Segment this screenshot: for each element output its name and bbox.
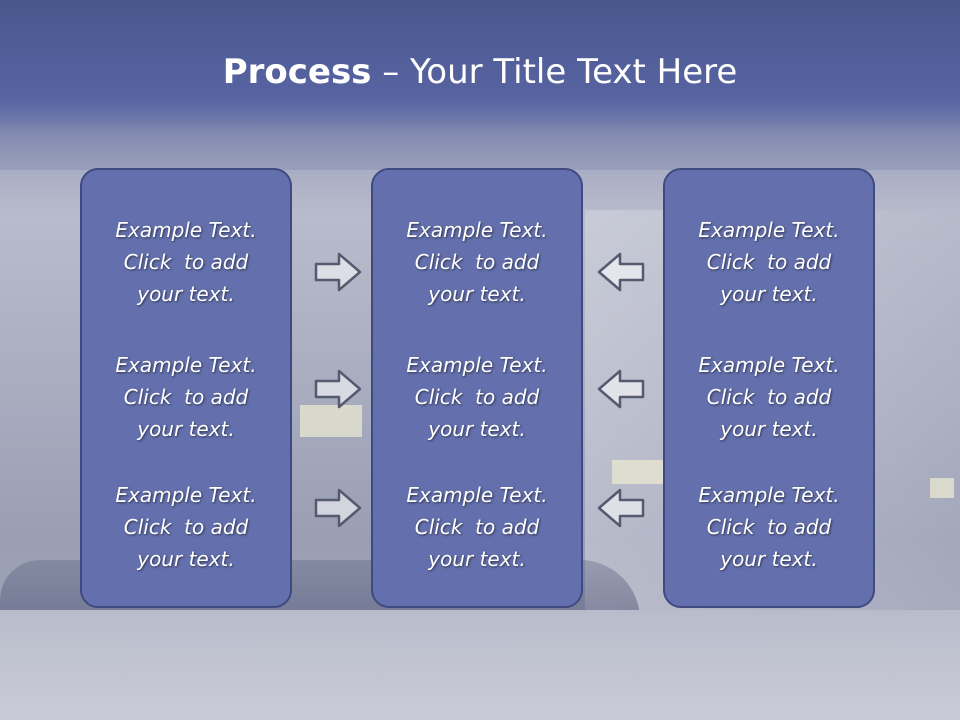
text-line: Example Text. [698,483,840,507]
background-light [300,405,362,437]
arrow-left-icon [597,369,645,409]
text-placeholder[interactable]: Example Text. Click to add your text. [82,349,290,445]
text-placeholder[interactable]: Example Text. Click to add your text. [373,349,581,445]
text-line: your text. [720,547,818,571]
text-line: Example Text. [406,353,548,377]
text-line: Click to add [706,385,832,409]
arrow-left-icon [597,252,645,292]
text-line: Click to add [414,385,540,409]
text-line: Click to add [706,250,832,274]
text-line: your text. [720,282,818,306]
text-placeholder[interactable]: Example Text. Click to add your text. [82,479,290,575]
text-line: Click to add [123,385,249,409]
title-rest-text: – Your Title Text Here [371,52,738,92]
slide-title[interactable]: Process – Your Title Text Here [0,52,960,92]
text-placeholder[interactable]: Example Text. Click to add your text. [665,349,873,445]
text-line: Click to add [123,515,249,539]
text-line: your text. [720,417,818,441]
text-line: Click to add [123,250,249,274]
text-line: Example Text. [115,483,257,507]
background-light [930,478,954,498]
text-placeholder[interactable]: Example Text. Click to add your text. [373,214,581,310]
text-line: your text. [137,417,235,441]
text-line: your text. [137,547,235,571]
arrow-right-icon [314,369,362,409]
process-box-left[interactable]: Example Text. Click to add your text. Ex… [80,168,292,608]
title-band [0,0,960,130]
text-placeholder[interactable]: Example Text. Click to add your text. [665,479,873,575]
text-line: Click to add [706,515,832,539]
text-line: Example Text. [115,218,257,242]
background-light [612,460,666,484]
text-placeholder[interactable]: Example Text. Click to add your text. [373,479,581,575]
text-line: your text. [428,282,526,306]
process-box-center[interactable]: Example Text. Click to add your text. Ex… [371,168,583,608]
text-line: Example Text. [115,353,257,377]
text-line: Click to add [414,250,540,274]
text-line: Example Text. [406,483,548,507]
background-sidewalk [0,610,960,720]
process-box-right[interactable]: Example Text. Click to add your text. Ex… [663,168,875,608]
arrow-right-icon [314,488,362,528]
text-line: your text. [428,547,526,571]
text-line: your text. [137,282,235,306]
text-placeholder[interactable]: Example Text. Click to add your text. [665,214,873,310]
text-line: Example Text. [698,218,840,242]
arrow-right-icon [314,252,362,292]
text-placeholder[interactable]: Example Text. Click to add your text. [82,214,290,310]
title-bold-text: Process [222,52,372,92]
text-line: Example Text. [406,218,548,242]
text-line: Click to add [414,515,540,539]
text-line: Example Text. [698,353,840,377]
text-line: your text. [428,417,526,441]
arrow-left-icon [597,488,645,528]
